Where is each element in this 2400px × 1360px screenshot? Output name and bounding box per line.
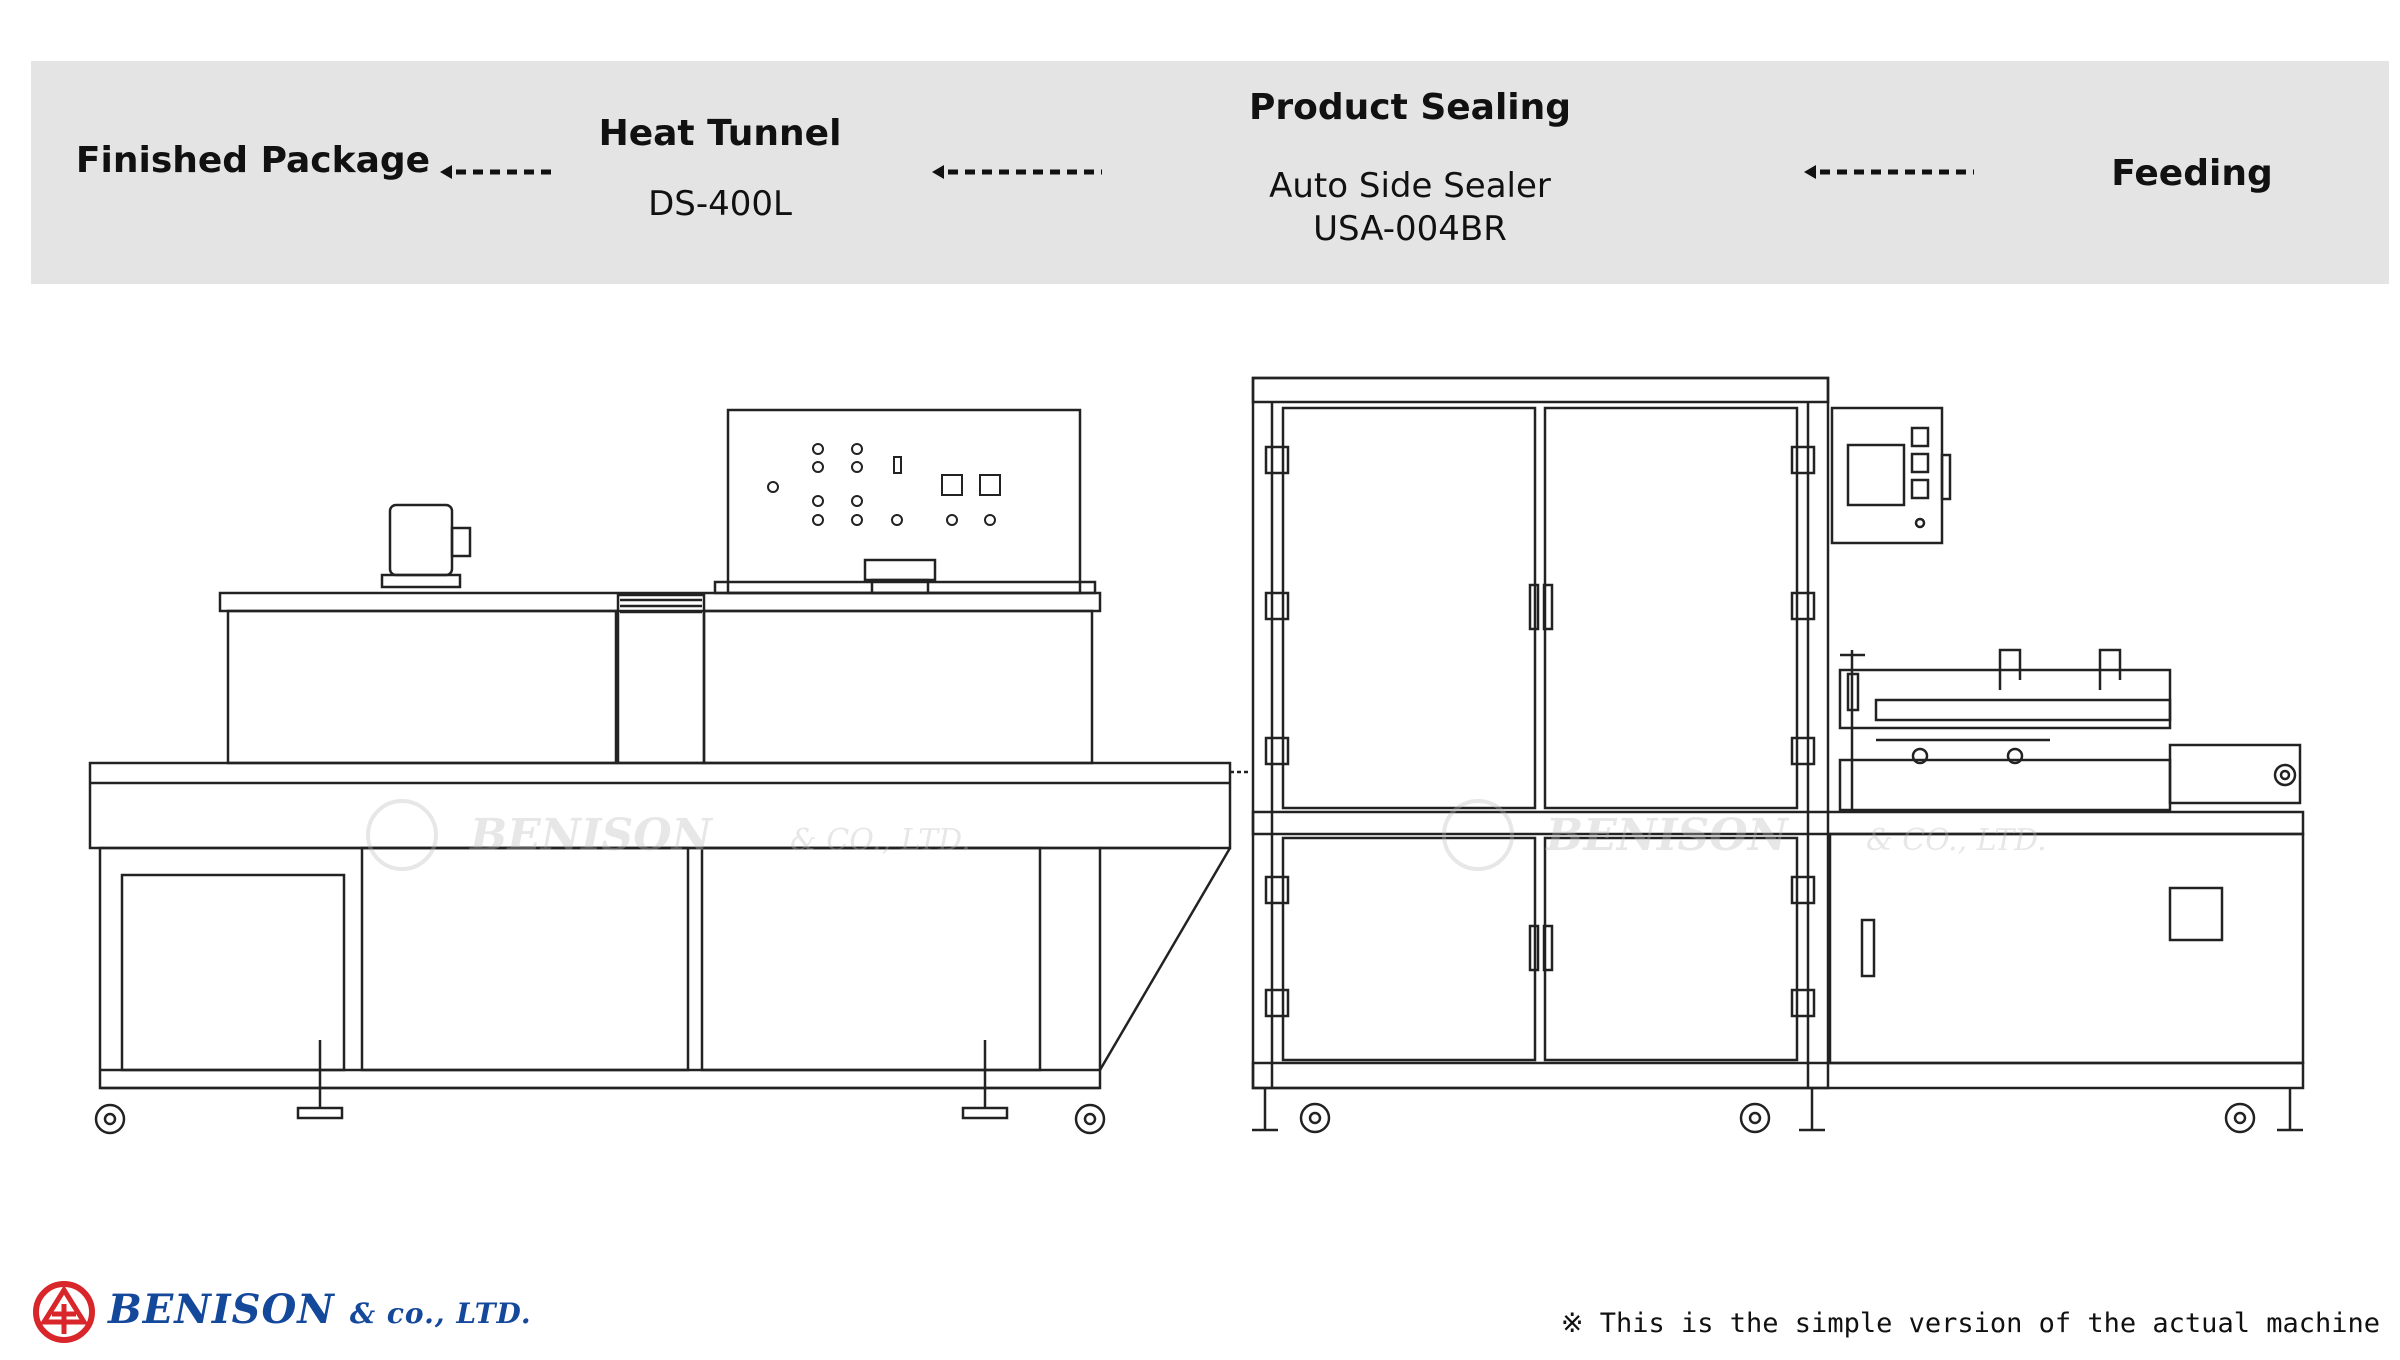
process-flow-band: [31, 61, 2389, 284]
watermark-text: BENISON: [1544, 810, 1790, 861]
brand-suffix: & co., LTD.: [349, 1297, 532, 1330]
stage-title-finished-package: Finished Package: [75, 140, 431, 181]
stage-title-heat-tunnel: Heat Tunnel: [598, 113, 842, 154]
brand-name-text: BENISON: [108, 1286, 335, 1333]
stage-title-feeding: Feeding: [2111, 153, 2273, 194]
footer-note: ※ This is the simple version of the actu…: [1560, 1308, 2380, 1339]
watermark-suffix: & CO., LTD.: [1866, 823, 2047, 858]
watermark-text: BENISON: [468, 810, 714, 861]
stage-desc-product-sealing: Auto Side Sealer: [1269, 166, 1551, 206]
flow-arrow-left-icon: [1804, 165, 1974, 179]
brand-name: BENISON & co., LTD.: [108, 1286, 532, 1333]
flow-arrow-left-icon: [932, 165, 1102, 179]
flow-arrow-left-icon: [440, 165, 558, 179]
watermark-group: BENISON & CO., LTD. BENISON & CO., LTD.: [366, 799, 2047, 871]
stage-title-product-sealing: Product Sealing: [1248, 87, 1572, 128]
stage-model-heat-tunnel: DS-400L: [648, 184, 792, 224]
stage-model-product-sealing: USA-004BR: [1313, 209, 1507, 249]
side-sealer-drawing: [1251, 376, 2305, 1134]
watermark-suffix: & CO., LTD.: [790, 823, 971, 858]
benison-logo-icon: [33, 1281, 95, 1343]
heat-tunnel-drawing: [88, 408, 1250, 1135]
